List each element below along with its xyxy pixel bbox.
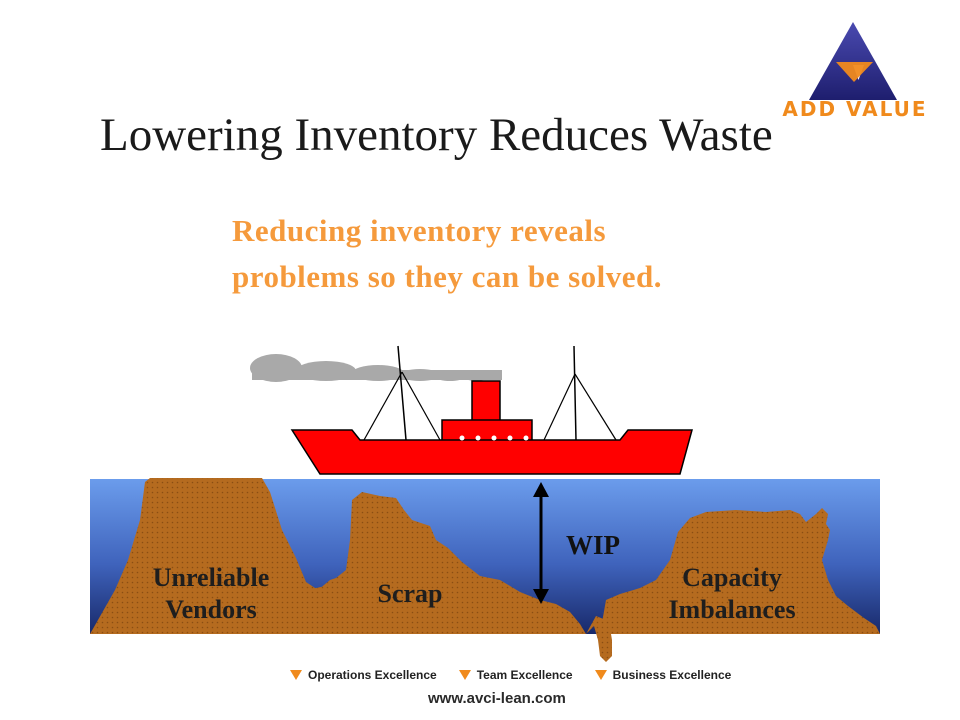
label-unreliable-vendors: Unreliable Vendors (136, 562, 286, 626)
footer-item-label: Operations Excellence (308, 668, 437, 682)
footer-item-label: Team Excellence (476, 668, 573, 682)
label-capacity-imbalances: Capacity Imbalances (650, 562, 814, 626)
triangle-bullet-icon (594, 670, 607, 680)
subtitle-line-2: problems so they can be solved. (232, 259, 663, 294)
logo-text: ADD VALUE (782, 97, 927, 120)
footer-item-label: Business Excellence (612, 668, 732, 682)
footer-url: www.avci-lean.com (428, 690, 566, 707)
add-value-logo: ADD VALUE (782, 22, 927, 120)
steam-cloud-icon (250, 354, 502, 382)
footer-bar: Operations Excellence Team Excellence Bu… (290, 666, 731, 684)
footer-item-business: Business Excellence (594, 668, 732, 682)
rock-scrap (300, 492, 586, 634)
label-scrap: Scrap (377, 579, 443, 608)
rock-capacity-imbalances (600, 508, 880, 634)
logo-triangle-icon (809, 22, 897, 100)
slide-title: Lowering Inventory Reduces Waste (100, 109, 773, 161)
wip-label: WIP (566, 530, 620, 560)
label-unreliable-line-2: Vendors (165, 595, 257, 624)
slide-subtitle: Reducing inventory reveals problems so t… (232, 208, 662, 300)
subtitle-line-1: Reducing inventory reveals (232, 213, 607, 248)
triangle-bullet-icon (290, 670, 302, 680)
ship-icon (290, 345, 693, 475)
label-unreliable-line-1: Unreliable (152, 563, 270, 592)
double-arrow-icon (533, 482, 549, 604)
footer-item-team: Team Excellence (458, 668, 573, 682)
rock-unreliable-vendors (90, 478, 348, 634)
triangle-bullet-icon (458, 670, 471, 680)
footer-item-operations: Operations Excellence (290, 668, 437, 682)
label-capacity-line-2: Imbalances (668, 595, 796, 624)
label-capacity-line-1: Capacity (682, 563, 782, 592)
